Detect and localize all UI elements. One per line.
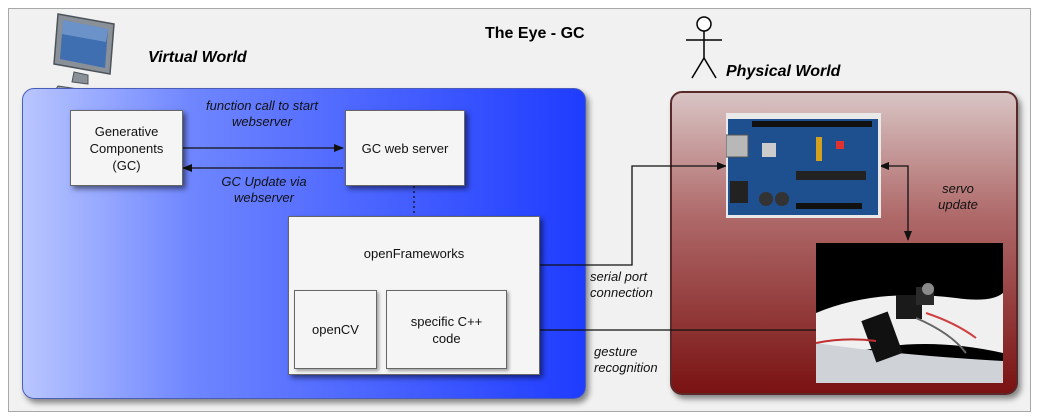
servo-robot-photo [816, 243, 1003, 383]
generative-components-box: Generative Components (GC) [70, 110, 183, 186]
serial-port-edge [540, 162, 727, 266]
stick-figure-icon [686, 16, 722, 79]
opencv-box: openCV [294, 290, 377, 369]
gc-update-label: GC Update via webserver [221, 174, 307, 205]
specific-cpp-box: specific C++ code [386, 290, 507, 369]
virtual-world-title: Virtual World [148, 49, 247, 66]
physical-world-title: Physical World [726, 63, 841, 80]
function-call-label: function call to start webserver [206, 98, 318, 129]
serial-port-label: serial port connection [590, 269, 653, 300]
servo-update-edge [879, 162, 912, 241]
diagram-title: The Eye - GC [485, 25, 585, 42]
gesture-label: gesture recognition [594, 344, 658, 375]
servo-update-label: servo update [938, 181, 978, 212]
arduino-board-photo [726, 113, 881, 218]
computer-monitor-icon [53, 13, 115, 98]
gc-web-server-box: GC web server [345, 110, 465, 186]
